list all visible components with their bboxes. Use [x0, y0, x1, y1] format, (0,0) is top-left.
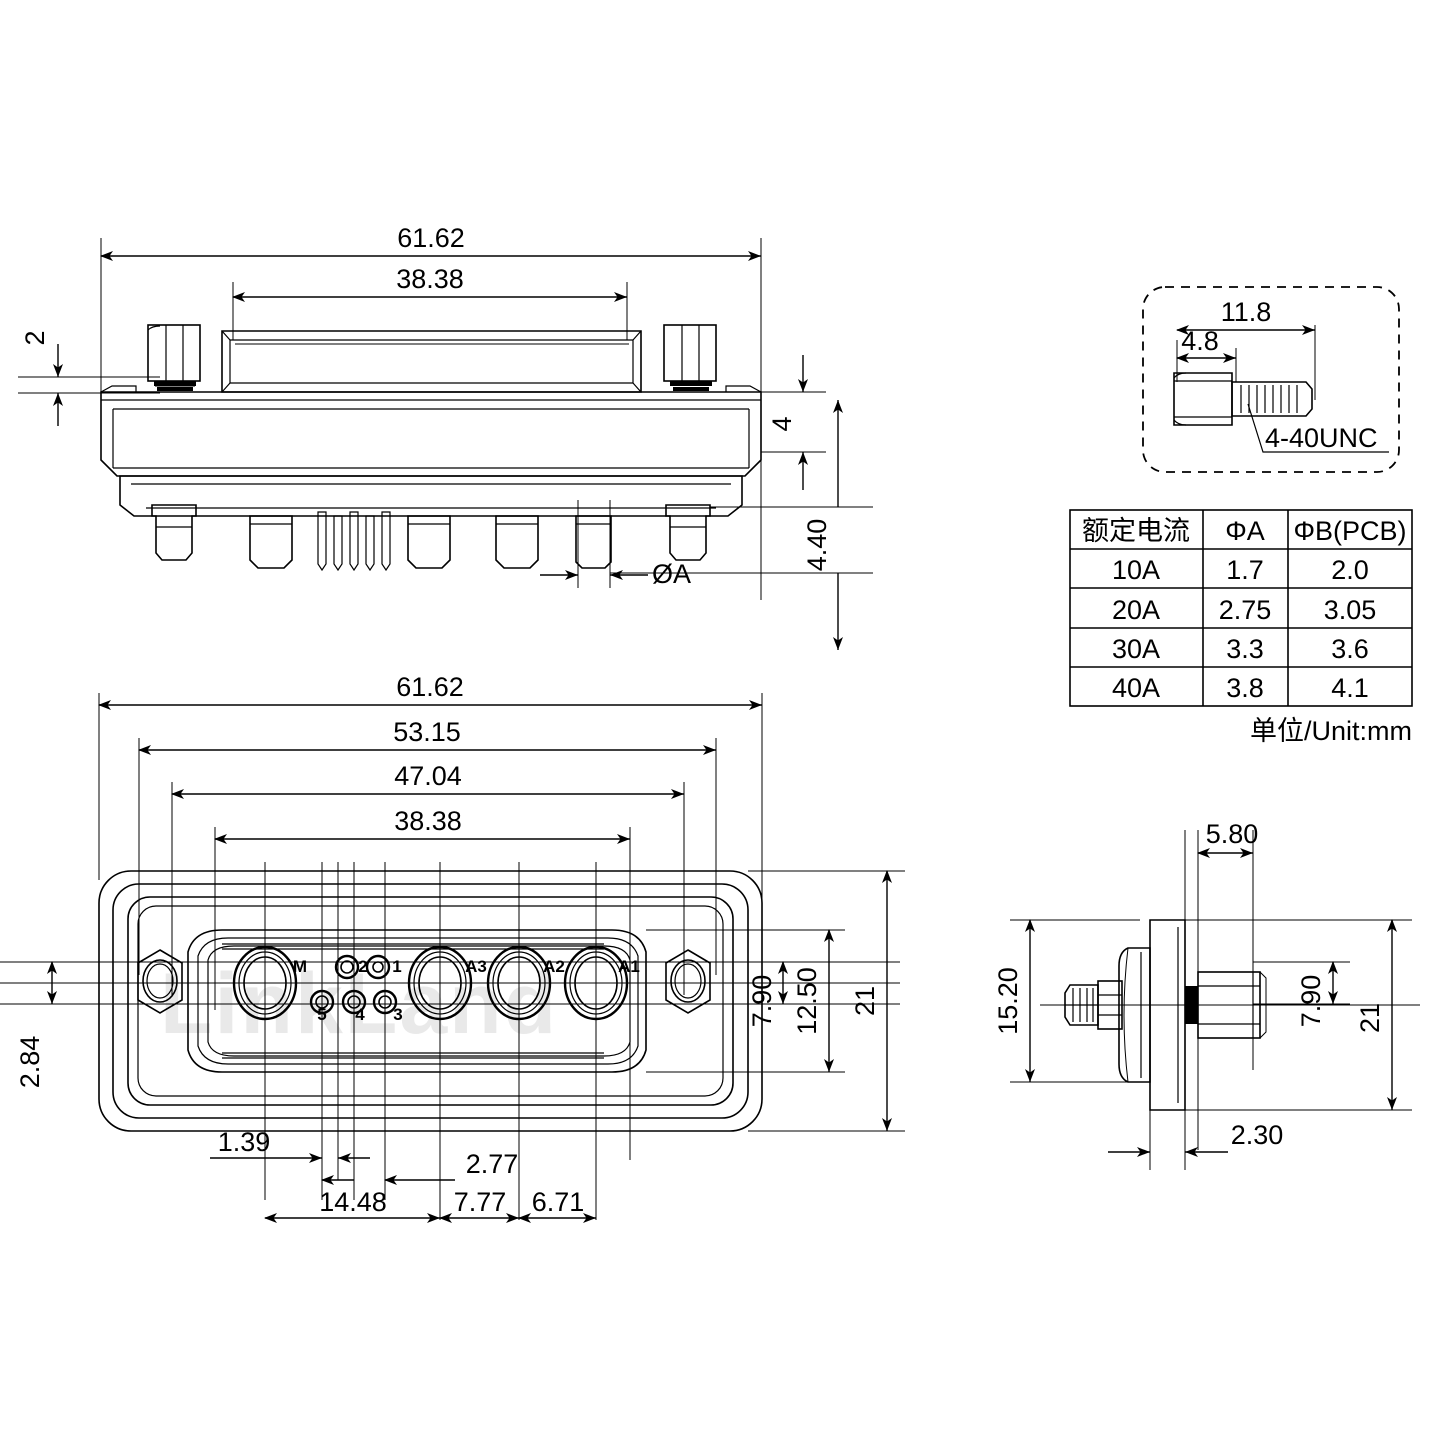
dim-side-flange-thickness: 2.30: [1108, 1110, 1283, 1170]
jackscrew-detail-box: 11.8 4.8 4-40UNC: [1142, 286, 1400, 473]
dim-label-side-height: 21: [1355, 1003, 1385, 1033]
dim-label-d4: 7.77: [454, 1187, 507, 1217]
table-cell-r0c0: 10A: [1112, 555, 1160, 585]
dim-side-overall-height: 21: [1185, 919, 1412, 1111]
side-elevation-geometry: [100, 238, 762, 600]
dim-label-front-pin-row-span: 7.90: [747, 975, 777, 1028]
table-cell-r0c1: 1.7: [1226, 555, 1264, 585]
dim-label-top-body: 38.38: [396, 264, 464, 294]
dim-label-front-shell-span: 47.04: [394, 761, 462, 791]
dim-label-screw-head: 4.8: [1181, 326, 1219, 356]
dim-label-flange-step: 4: [767, 416, 797, 431]
front-view-geometry: [0, 693, 900, 1220]
dim-front-edge-offset: 2.84: [15, 961, 160, 1089]
dim-label-front-contact-span: 38.38: [394, 806, 462, 836]
dim-pin-length: 4.40: [610, 400, 873, 650]
pin-label-A1: A1: [618, 957, 640, 976]
dim-side-body-height: 15.20: [993, 919, 1140, 1083]
dim-label-pin-length: 4.40: [802, 519, 832, 572]
dim-label-flange-thickness: 2.30: [1231, 1120, 1284, 1150]
table-cell-r1c0: 20A: [1112, 595, 1160, 625]
right-side-view-geometry: [1040, 830, 1420, 1170]
table-cell-r2c1: 3.3: [1226, 634, 1264, 664]
table-cell-r2c2: 3.6: [1331, 634, 1369, 664]
table-cell-r2c0: 30A: [1112, 634, 1160, 664]
pin-label-5: 5: [317, 1005, 326, 1024]
table-header-2: ΦB(PCB): [1293, 516, 1406, 546]
pin-label-4: 4: [355, 1005, 365, 1024]
pin-label-2: 2: [358, 957, 367, 976]
dim-side-screw-span: 7.90: [1253, 961, 1350, 1028]
table-cell-r3c0: 40A: [1112, 673, 1160, 703]
unit-note: 单位/Unit:mm: [1250, 716, 1412, 746]
pin-label-1: 1: [392, 957, 401, 976]
dim-label-top-overall: 61.62: [397, 223, 465, 253]
dim-top-overall: 61.62: [100, 223, 761, 261]
dim-top-body: 38.38: [232, 264, 627, 302]
table-cell-r3c1: 3.8: [1226, 673, 1264, 703]
dim-side-screw-protrusion: 5.80: [1197, 819, 1259, 880]
table-header-0: 额定电流: [1082, 516, 1190, 546]
dim-label-screw-length: 11.8: [1221, 297, 1272, 327]
dim-flange-top-thickness: 2: [18, 330, 160, 426]
dim-front-shell-span: 47.04: [171, 761, 684, 799]
dim-label-flange-top: 2: [20, 330, 50, 345]
dim-front-mounting-span: 53.15: [138, 717, 716, 755]
dim-front-bottom: 1.39 2.77 14.48 7.77 6.71: [210, 1127, 596, 1223]
dim-label-d5: 6.71: [532, 1187, 585, 1217]
dim-label-screw-protrusion: 5.80: [1206, 819, 1259, 849]
dim-label-d1: 1.39: [218, 1127, 271, 1157]
table-cell-r1c1: 2.75: [1219, 595, 1272, 625]
pin-label-3: 3: [393, 1005, 402, 1024]
mounting-hole-right: [665, 949, 711, 1014]
pin-label-M: M: [293, 957, 307, 976]
dim-label-front-edge-offset: 2.84: [15, 1036, 45, 1089]
pin-label-A3: A3: [465, 957, 487, 976]
dim-label-d2: 2.77: [466, 1149, 519, 1179]
dim-pin-diameter: ØA: [540, 559, 691, 589]
dim-label-thread-spec: 4-40UNC: [1265, 423, 1378, 453]
signal-contact-1: [365, 954, 391, 980]
dim-label-front-mounting-span: 53.15: [393, 717, 461, 747]
table-cell-r1c2: 3.05: [1324, 595, 1377, 625]
dim-front-contact-span: 38.38: [214, 806, 630, 844]
rated-current-table-grid: 额定电流 ΦA ΦB(PCB) 10A 1.7 2.0 20A 2.75 3.0…: [1069, 509, 1413, 746]
pin-label-A2: A2: [543, 957, 565, 976]
dim-flange-step: 4: [761, 355, 826, 490]
dim-label-pin-diameter: ØA: [652, 559, 691, 589]
mounting-hole-left: [137, 949, 183, 1014]
signal-contact-2: [334, 954, 360, 980]
dim-label-screw-span: 7.90: [1296, 975, 1326, 1028]
dim-front-vertical: 21 12.50 7.90: [611, 870, 905, 1132]
dim-label-body-height: 15.20: [993, 967, 1023, 1035]
table-cell-r0c2: 2.0: [1331, 555, 1369, 585]
dim-label-front-height: 21: [850, 986, 880, 1016]
dim-label-front-overall: 61.62: [396, 672, 464, 702]
dim-front-overall: 61.62: [98, 672, 762, 710]
dim-label-d3: 14.48: [319, 1187, 387, 1217]
dim-label-front-mid-span: 12.50: [792, 967, 822, 1035]
table-cell-r3c2: 4.1: [1331, 673, 1369, 703]
table-header-1: ΦA: [1225, 516, 1265, 546]
